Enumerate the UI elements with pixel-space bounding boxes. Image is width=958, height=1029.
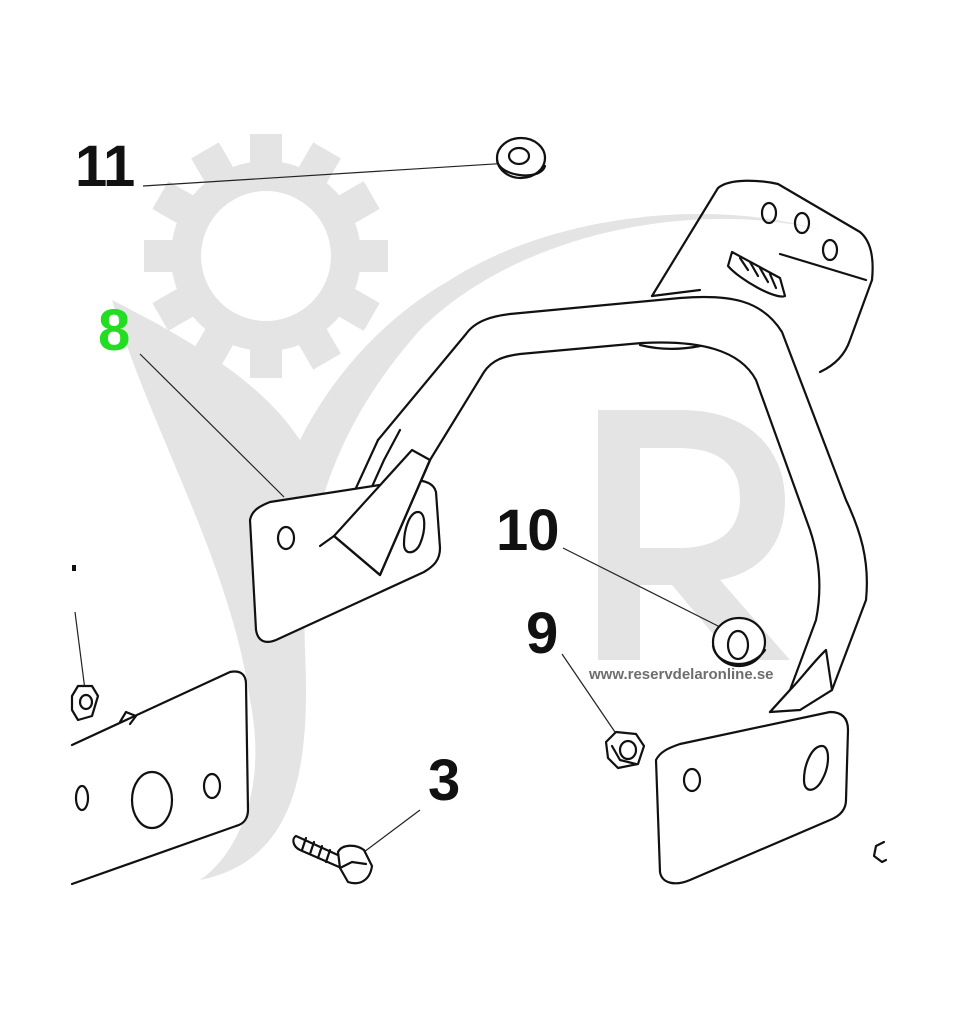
callout-10: 10 bbox=[496, 498, 560, 563]
washer-11 bbox=[495, 136, 547, 180]
right-partial-nut bbox=[872, 840, 888, 864]
leader-lines bbox=[74, 162, 721, 856]
leader-line-8 bbox=[139, 353, 285, 498]
leader-line-3 bbox=[359, 809, 421, 856]
watermark-url: www.reservdelaronline.se bbox=[589, 666, 774, 683]
bracket-8 bbox=[248, 179, 874, 885]
left-partial-part bbox=[70, 670, 250, 886]
callout-8: 8 bbox=[98, 298, 130, 363]
parts-line-art bbox=[70, 136, 888, 886]
watermark-logo bbox=[112, 134, 820, 880]
watermark-letter-r bbox=[598, 410, 790, 660]
nut-9 bbox=[604, 730, 646, 770]
bolt-3 bbox=[292, 834, 374, 885]
leader-line-10 bbox=[562, 547, 721, 628]
callout-11: 11 bbox=[75, 134, 135, 199]
washer-10 bbox=[711, 616, 767, 668]
leader-line-left bbox=[74, 611, 86, 691]
swoosh-logo bbox=[112, 214, 820, 880]
leader-line-9 bbox=[561, 653, 618, 736]
leader-line-11 bbox=[142, 162, 511, 187]
callout-3: 3 bbox=[428, 748, 460, 813]
left-edge-mark bbox=[72, 565, 76, 571]
gear-icon bbox=[144, 134, 388, 378]
callout-9: 9 bbox=[526, 601, 558, 666]
